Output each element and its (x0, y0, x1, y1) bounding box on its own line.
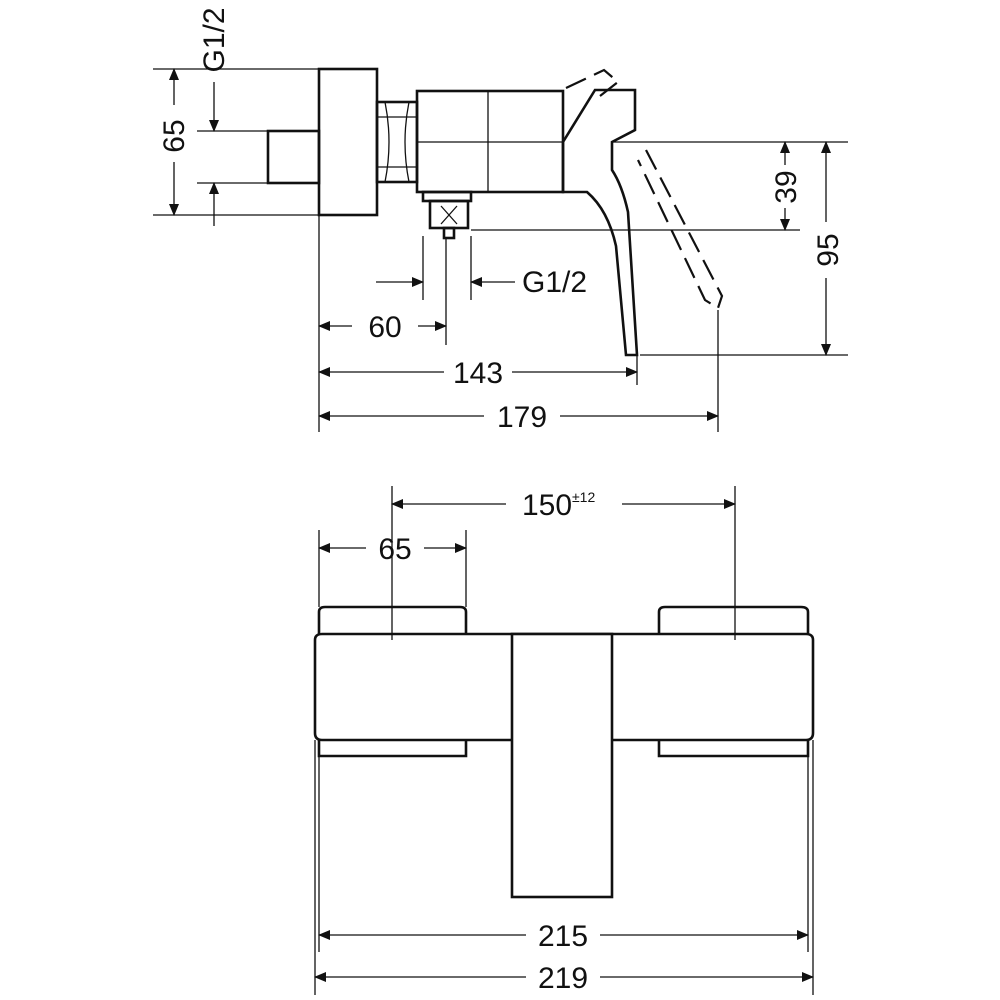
dim-219-label: 219 (538, 962, 588, 995)
dim-39-label: 39 (770, 170, 803, 203)
dimension-g12-horizontal: G1/2 (376, 236, 587, 300)
dimension-179-horizontal: 179 (318, 310, 719, 434)
front-body (313, 632, 815, 742)
dim-65-label: 65 (158, 119, 191, 152)
connection-pipe (266, 129, 321, 185)
dim-g12-top-label: G1/2 (198, 7, 231, 72)
lever-rotated-dashed (565, 68, 724, 310)
dimension-215-horizontal: 215 (318, 756, 809, 953)
dimension-65-horizontal: 65 (318, 530, 467, 607)
dim-g12-mid-label: G1/2 (522, 266, 587, 299)
front-view: 150 ±12 65 215 219 (313, 486, 815, 995)
dim-95-label: 95 (812, 233, 845, 266)
dimension-39-vertical: 39 (471, 141, 848, 231)
wall-flange (317, 67, 379, 217)
dimension-95-vertical: 95 (640, 141, 848, 356)
dimension-65-vertical: 65 (153, 68, 319, 216)
bottom-outlet (421, 190, 473, 240)
dimension-143-horizontal: 143 (318, 355, 638, 390)
dim-60-label: 60 (368, 311, 401, 344)
dim-150-label: 150 (522, 489, 572, 522)
front-lever (510, 632, 614, 899)
dimension-219-horizontal: 219 (314, 740, 814, 995)
dim-215-label: 215 (538, 920, 588, 953)
left-bottom-cap (317, 740, 468, 758)
dimension-g12-vertical: G1/2 (197, 7, 268, 226)
right-top-cap (657, 605, 810, 634)
dim-150-tolerance: ±12 (572, 489, 595, 505)
dim-143-label: 143 (453, 357, 503, 390)
union-nut (375, 100, 419, 184)
dimension-150-horizontal: 150 ±12 (391, 486, 736, 640)
dim-65-front-label: 65 (378, 533, 411, 566)
right-bottom-cap (657, 740, 810, 758)
side-view: 65 G1/2 39 95 (153, 7, 848, 434)
dimension-60-horizontal: 60 (318, 215, 447, 432)
lever-handle (561, 88, 639, 357)
dim-179-label: 179 (497, 401, 547, 434)
